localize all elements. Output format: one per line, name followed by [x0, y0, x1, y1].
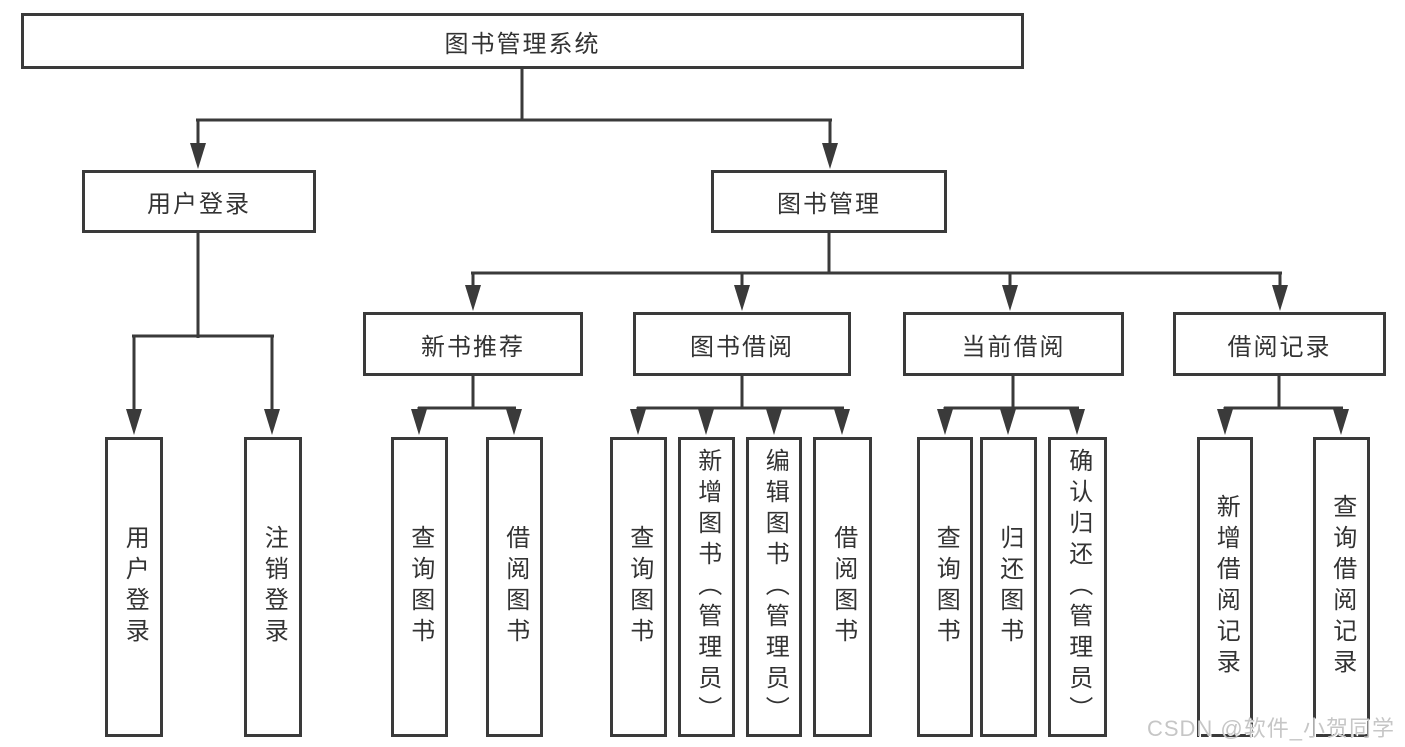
leaf-user-login: 用户登录 [105, 437, 163, 737]
node-borrow-records: 借阅记录 [1173, 312, 1386, 376]
leaf-query-books-recommend: 查询图书 [391, 437, 448, 737]
arrow-down-icon [1333, 409, 1349, 435]
arrow-down-icon [411, 409, 427, 435]
node-label: 图书借阅 [690, 333, 794, 361]
leaf-return-books: 归还图书 [980, 437, 1037, 737]
arrow-down-icon [734, 285, 750, 311]
node-book-management: 图书管理 [711, 170, 947, 233]
node-label: 用户登录 [147, 191, 251, 218]
node-label: 当前借阅 [961, 333, 1066, 361]
node-label: 借阅记录 [1227, 333, 1332, 361]
arrowheads [126, 143, 1349, 435]
arrow-down-icon [1000, 409, 1016, 435]
node-current-borrowing: 当前借阅 [903, 312, 1124, 376]
arrow-down-icon [766, 409, 782, 435]
leaf-label: 新增借阅记录 [1212, 494, 1240, 680]
node-root: 图书管理系统 [21, 13, 1024, 69]
leaf-confirm-return-admin: 确认归还（管理员） [1048, 437, 1107, 737]
arrow-down-icon [264, 409, 280, 435]
leaf-label: 新增图书（管理员） [693, 447, 721, 727]
leaf-query-borrow-record: 查询借阅记录 [1313, 437, 1370, 737]
leaf-label: 编辑图书（管理员） [761, 447, 789, 727]
arrow-down-icon [1069, 409, 1085, 435]
leaf-borrow-books: 借阅图书 [813, 437, 872, 737]
csdn-watermark: CSDN @软件_小贺同学 [1146, 716, 1395, 741]
node-root-label: 图书管理系统 [444, 30, 601, 58]
leaf-add-books-admin: 新增图书（管理员） [678, 437, 735, 737]
leaf-logout: 注销登录 [244, 437, 302, 737]
leaf-label: 查询借阅记录 [1328, 494, 1356, 680]
node-new-book-recommend: 新书推荐 [363, 312, 583, 376]
leaf-add-borrow-record: 新增借阅记录 [1197, 437, 1253, 737]
arrow-down-icon [630, 409, 646, 435]
leaf-borrow-books-recommend: 借阅图书 [486, 437, 543, 737]
leaf-label: 用户登录 [121, 525, 149, 649]
arrow-down-icon [465, 285, 481, 311]
leaf-label: 注销登录 [260, 525, 288, 649]
arrow-down-icon [506, 409, 522, 435]
node-label: 图书管理 [777, 191, 881, 218]
leaf-query-books-current: 查询图书 [917, 437, 973, 737]
leaf-label: 查询图书 [932, 525, 960, 649]
node-book-borrowing: 图书借阅 [633, 312, 851, 376]
leaf-label: 查询图书 [406, 525, 434, 649]
arrow-down-icon [822, 143, 838, 169]
leaf-label: 查询图书 [625, 525, 653, 649]
leaf-label: 借阅图书 [501, 525, 529, 649]
arrow-down-icon [698, 409, 714, 435]
arrow-down-icon [190, 143, 206, 169]
leaf-edit-books-admin: 编辑图书（管理员） [746, 437, 802, 737]
arrow-down-icon [126, 409, 142, 435]
arrow-down-icon [1272, 285, 1288, 311]
arrow-down-icon [1002, 285, 1018, 311]
arrow-down-icon [834, 409, 850, 435]
arrow-down-icon [937, 409, 953, 435]
node-user-login: 用户登录 [82, 170, 316, 233]
leaf-label: 借阅图书 [829, 525, 857, 649]
arrow-down-icon [1217, 409, 1233, 435]
leaf-label: 确认归还（管理员） [1064, 447, 1092, 727]
leaf-query-books-borrow: 查询图书 [610, 437, 667, 737]
node-label: 新书推荐 [421, 333, 525, 361]
leaf-label: 归还图书 [995, 525, 1023, 649]
